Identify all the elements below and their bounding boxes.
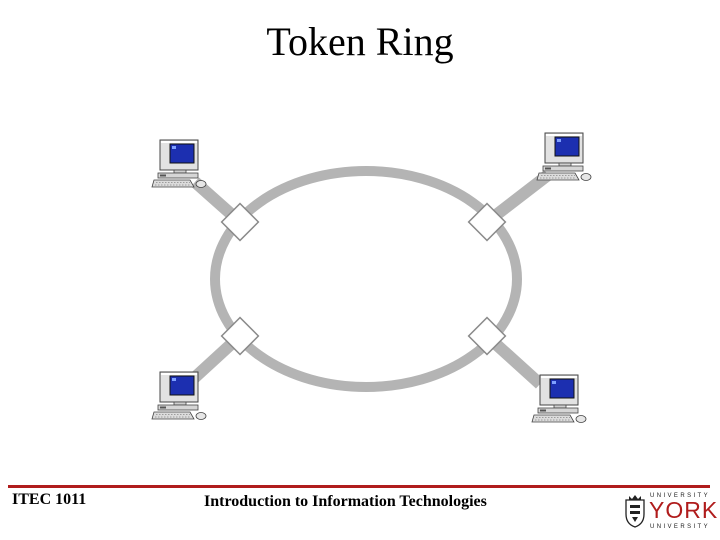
york-shield-icon: [625, 495, 645, 528]
logo-bottom-text: UNIVERSITY: [650, 524, 711, 530]
token-ring-diagram: [151, 132, 592, 423]
computer-icon: [151, 371, 207, 420]
york-university-logo: UNIVERSITY YORK UNIVERSITY: [622, 490, 717, 534]
course-title: Introduction to Information Technologies: [204, 493, 487, 510]
computer-icon: [531, 374, 587, 423]
course-code: ITEC 1011: [12, 491, 87, 508]
logo-top-text: UNIVERSITY: [650, 493, 711, 499]
slide-title: Token Ring: [266, 19, 454, 64]
footer-rule: [8, 485, 710, 488]
ring-connector-bottom-right: [467, 316, 507, 356]
computer-icon: [536, 132, 592, 181]
ring-connector-top-right: [467, 202, 507, 242]
ring-connector-top-left: [220, 202, 260, 242]
token-ring: [210, 166, 522, 392]
logo-main-text: YORK: [649, 497, 719, 523]
ring-connector-bottom-left: [220, 316, 260, 356]
